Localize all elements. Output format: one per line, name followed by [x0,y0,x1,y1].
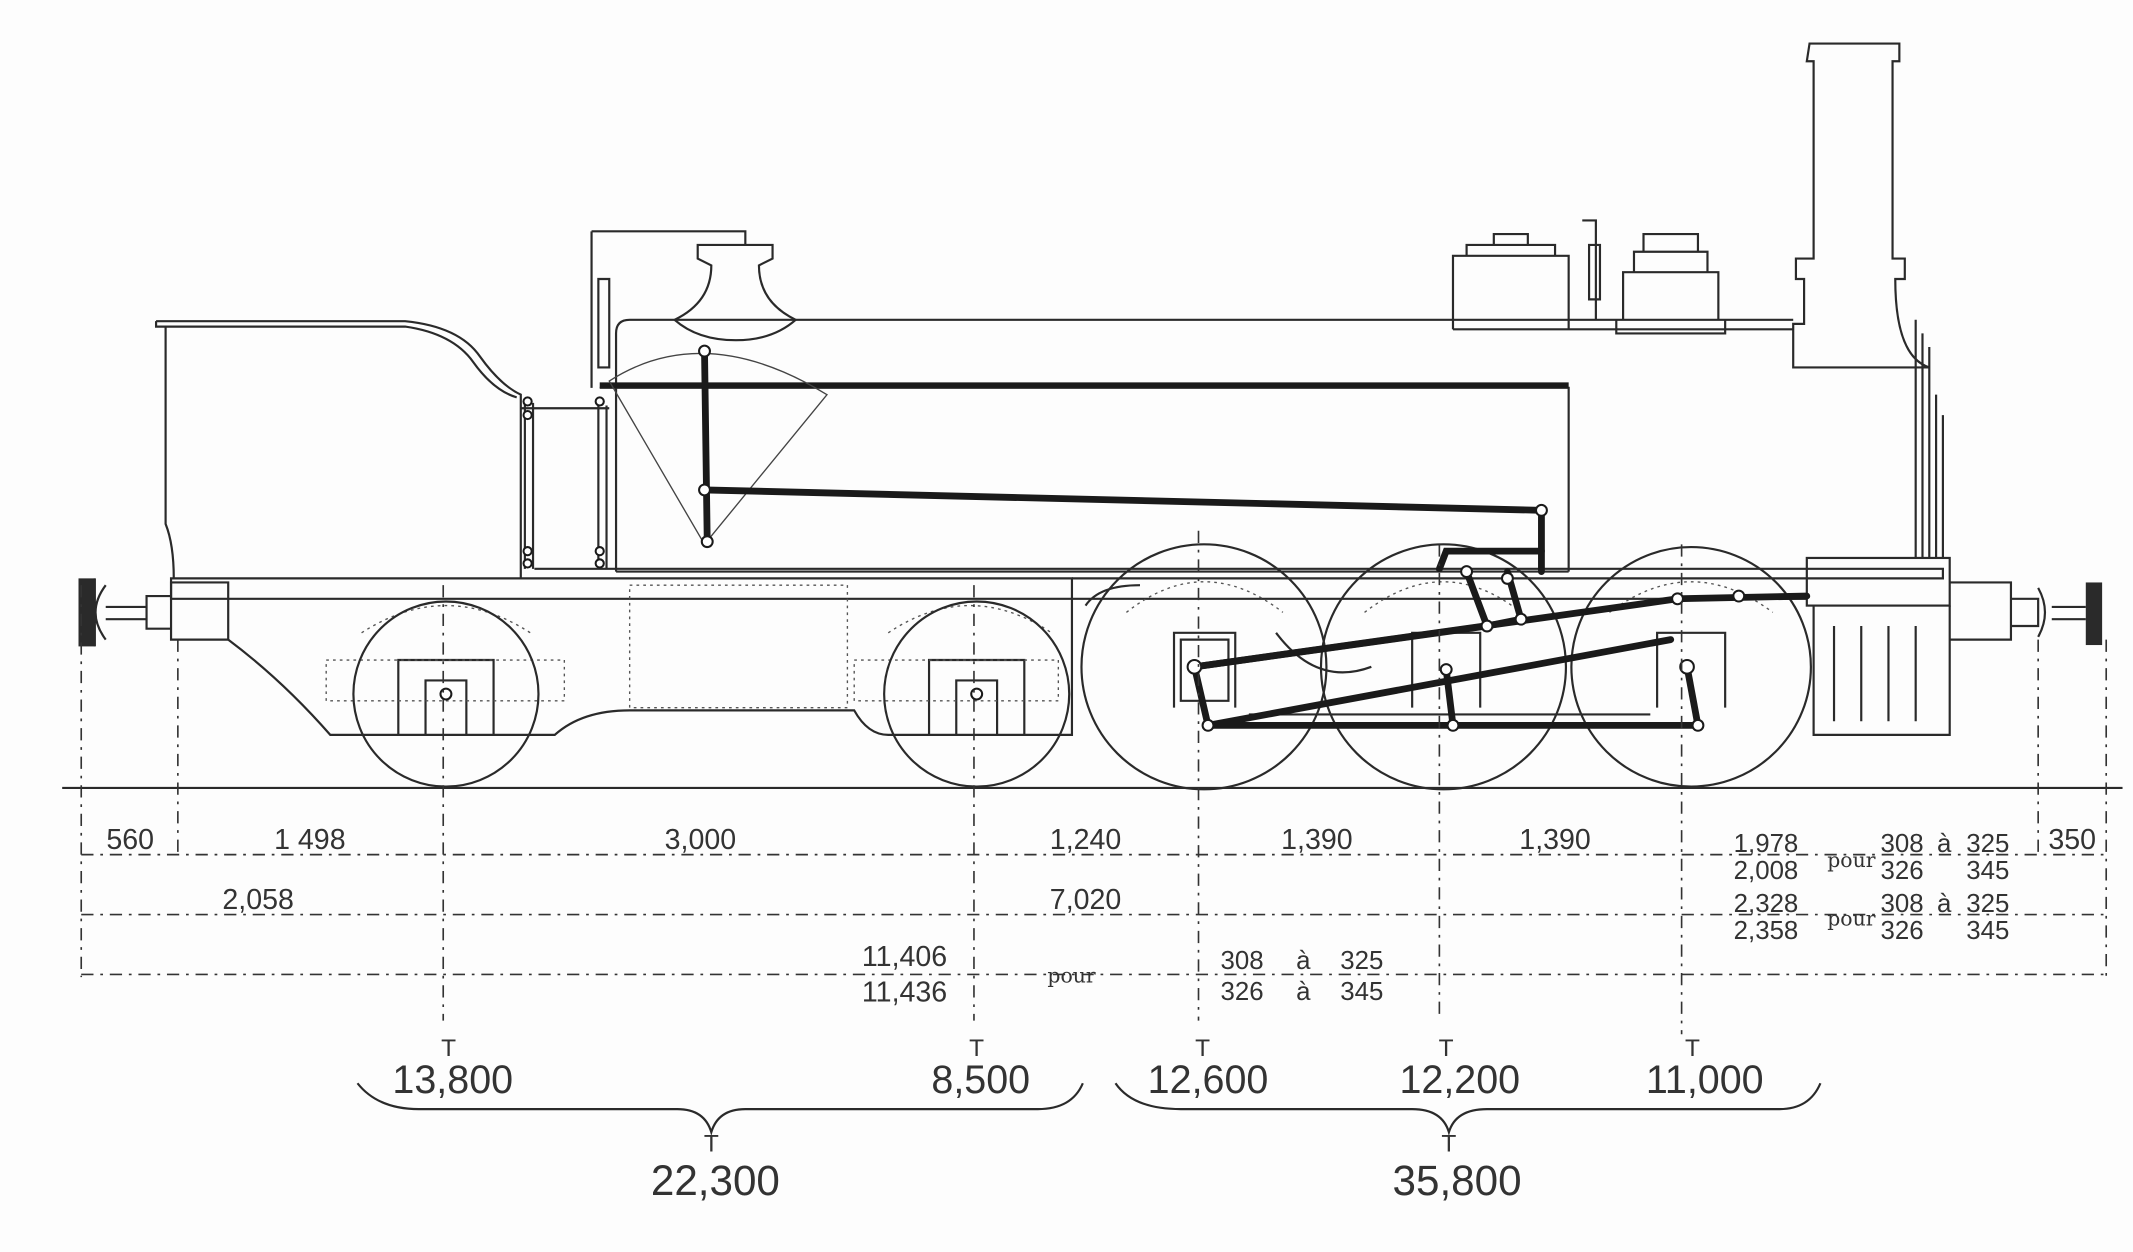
frac-top: 11,406 [862,941,947,973]
range-sep: à [1937,830,1952,858]
cylinder [1805,556,1951,607]
dim-label: 1,390 [1519,824,1590,856]
rear-buffer-head [78,578,95,647]
frac-top: 325 [1966,830,2009,858]
driving-wheel-3 [1570,545,1812,788]
axle-load: T13,800 [392,1035,513,1102]
tonne-symbol: T [1195,1035,1210,1062]
tonne-symbol: T [1685,1035,1700,1062]
front-buffer-head [2085,582,2103,646]
frac-bottom: 2,008 [1734,857,1799,885]
range-sep: à [1296,947,1311,975]
dimension-row-2: 2,058 7,020 2,328 2,358 pour 308 326 à 3… [222,884,2009,945]
frac-top: 1,978 [1734,830,1799,858]
dimension-row-1: 560 1 498 3,000 1,240 1,390 1,390 1,978 … [106,824,2096,885]
driving-wheel-2 [1319,543,1568,791]
tonne-symbol: T [1441,1130,1456,1157]
range-sep: à [1937,890,1952,918]
dim-label: 2,058 [222,884,293,916]
frac-top: 308 [1881,890,1924,918]
tender-wheel-2 [883,600,1071,788]
range-sep: à [1296,978,1311,1006]
frac-top: 325 [1966,890,2009,918]
frac-bottom: 326 [1881,917,1924,945]
dimension-row-3: 11,406 11,436 pour 308 326 à à 325 345 [862,941,1383,1008]
tonne-symbol: T [704,1130,719,1157]
frac-bottom: 11,436 [862,977,947,1009]
axle-load-value: 12,200 [1399,1058,1520,1102]
frac-bottom: 345 [1966,917,2009,945]
axle-load-value: 11,000 [1646,1058,1764,1102]
frac-top: 2,328 [1734,890,1799,918]
axle-load: T8,500 [931,1035,1030,1102]
dim-label: 1,240 [1050,824,1121,856]
axle-load: T12,600 [1148,1035,1269,1102]
dim-label: 560 [106,824,154,856]
axle-load-value: 12,600 [1148,1058,1269,1102]
dim-label: 7,020 [1050,884,1121,916]
axle-load: T12,200 [1399,1035,1520,1102]
frac-bottom: 345 [1340,978,1383,1006]
frac-top: 308 [1220,947,1263,975]
axle-load-value: 13,800 [392,1058,513,1102]
group-total: T35,800 [1393,1130,1522,1204]
dim-label: 1 498 [274,824,345,856]
group-total-value: 22,300 [651,1157,780,1204]
dim-label: 350 [2048,824,2096,856]
locomotive [534,42,2103,791]
frac-top: 325 [1340,947,1383,975]
pour-label: pour [1827,848,1875,872]
frac-bottom: 2,358 [1734,917,1799,945]
pour-label: pour [1827,906,1875,930]
tender-wheel-1 [352,600,540,788]
tender-group-brace [356,1082,1084,1137]
tonne-symbol: T [441,1035,456,1062]
engine-group-brace [1114,1082,1822,1137]
group-totals: T22,300 T35,800 [651,1130,1522,1204]
axle-loads: T13,800 T8,500 T12,600 T12,200 T11,000 [392,1035,1763,1102]
frac-bottom: 326 [1881,857,1924,885]
frac-bottom: 345 [1966,857,2009,885]
tender [78,320,1074,788]
axle-load-value: 8,500 [931,1058,1030,1102]
group-total: T22,300 [651,1130,780,1204]
frac-bottom: 326 [1220,978,1263,1006]
dim-label: 3,000 [665,824,736,856]
tonne-symbol: T [969,1035,984,1062]
pour-label: pour [1047,964,1095,988]
tonne-symbol: T [1439,1035,1454,1062]
frac-top: 308 [1881,830,1924,858]
driving-wheel-1 [1080,543,1328,791]
axle-load: T11,000 [1646,1035,1764,1102]
axle-centerlines [80,530,2108,1035]
dim-label: 1,390 [1281,824,1352,856]
group-total-value: 35,800 [1393,1157,1522,1204]
